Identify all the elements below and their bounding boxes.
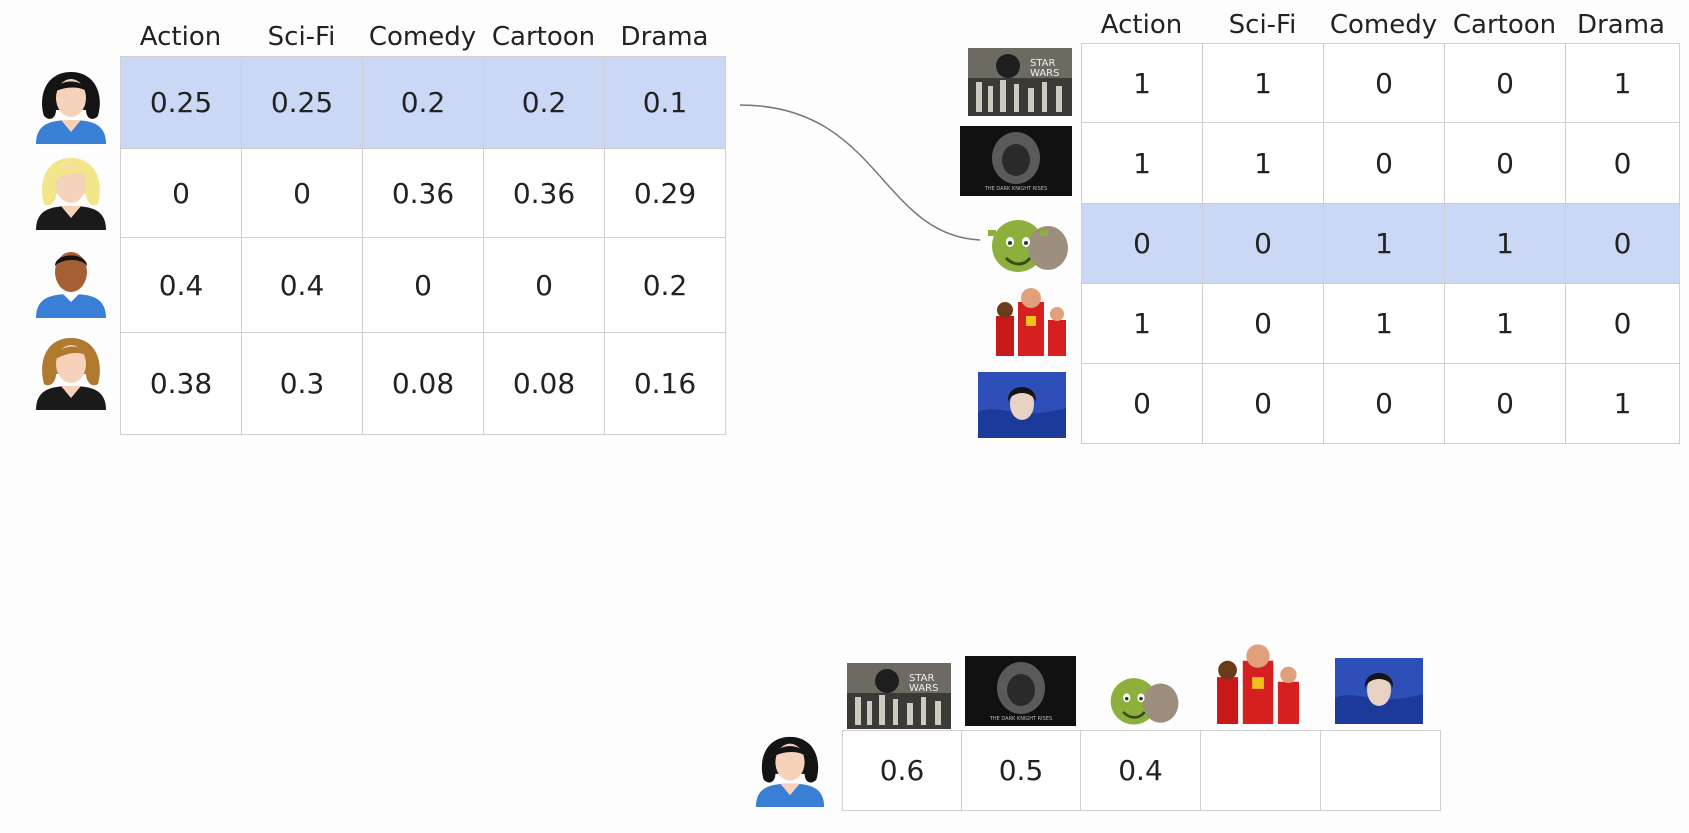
cell: 1	[1081, 283, 1203, 364]
movie-row-1: 1 1 0 0 1	[1081, 43, 1680, 123]
user-header-drama: Drama	[620, 22, 709, 52]
movie-header-scifi: Sci-Fi	[1228, 10, 1297, 40]
cell: 0.36	[362, 148, 484, 238]
cell: 0	[1444, 363, 1566, 444]
movie-header-action: Action	[1100, 10, 1183, 40]
incredibles-poster	[1217, 644, 1299, 724]
incredibles-poster	[996, 288, 1066, 356]
user-header-scifi: Sci-Fi	[267, 22, 336, 52]
cell: 0	[483, 237, 605, 333]
cell: 0	[241, 148, 363, 238]
star-wars-poster: STAR WARS	[847, 663, 951, 729]
cell: 0.08	[362, 332, 484, 435]
cell: 0.25	[241, 56, 363, 149]
woman-dark-hair-icon	[755, 736, 825, 807]
cell: 0	[1323, 43, 1445, 123]
cell: 1	[1565, 363, 1680, 444]
woman-blonde-hair-icon	[36, 158, 106, 230]
woman-brown-hair-icon	[36, 338, 106, 410]
cell: 0.29	[604, 148, 726, 238]
cell: 0.2	[604, 237, 726, 333]
svg-text:WARS: WARS	[909, 683, 938, 694]
cell: 0	[1565, 203, 1680, 284]
score-cell-dark-knight: 0.5	[961, 730, 1081, 811]
user-row-3: 0.4 0.4 0 0 0.2	[120, 237, 726, 333]
cell: 0.2	[362, 56, 484, 149]
dark-knight-caption: THE DARK KNIGHT RISES	[989, 716, 1052, 722]
dark-knight-rises-poster: THE DARK KNIGHT RISES	[965, 656, 1076, 726]
score-table: 0.6 0.5 0.4	[842, 730, 1441, 811]
shrek-poster	[1110, 678, 1179, 725]
user-row-4: 0.38 0.3 0.08 0.08 0.16	[120, 332, 726, 435]
cell: 0.1	[604, 56, 726, 149]
cell: 0.36	[483, 148, 605, 238]
cell: 1	[1444, 283, 1566, 364]
cell: 0	[1202, 203, 1324, 284]
cell: 0.3	[241, 332, 363, 435]
movie-header-comedy: Comedy	[1329, 10, 1438, 40]
cell: 0	[120, 148, 242, 238]
cell: 0	[1081, 363, 1203, 444]
cell: 0	[1202, 283, 1324, 364]
dark-knight-rises-poster: THE DARK KNIGHT RISES	[960, 126, 1072, 196]
dark-knight-caption: THE DARK KNIGHT RISES	[984, 186, 1047, 192]
cell: 1	[1323, 283, 1445, 364]
woman-dark-hair-icon	[36, 72, 106, 144]
cell: 1	[1323, 203, 1445, 284]
svg-text:STAR: STAR	[909, 673, 935, 684]
cell: 0.25	[120, 56, 242, 149]
user-header-action: Action	[139, 22, 222, 52]
cell: 0	[1081, 203, 1203, 284]
cell: 1	[1202, 122, 1324, 204]
cell: 0	[1565, 283, 1680, 364]
star-wars-poster: STAR WARS	[968, 48, 1072, 116]
user-header-comedy: Comedy	[368, 22, 477, 52]
movie-header-drama: Drama	[1577, 10, 1665, 40]
cell: 0	[1323, 122, 1445, 204]
movie-row-2: 1 1 0 0 0	[1081, 122, 1680, 204]
user-row-2: 0 0 0.36 0.36 0.29	[120, 148, 726, 238]
movie-row-3: 0 0 1 1 0	[1081, 203, 1680, 284]
cell: 1	[1444, 203, 1566, 284]
cell: 0	[1444, 122, 1566, 204]
man-dark-skin-icon	[36, 252, 106, 318]
cell: 0.2	[483, 56, 605, 149]
movie-table: 1 1 0 0 1 1 1 0 0 0 0 0 1 1 0 1 0 1 1 0	[1081, 43, 1680, 444]
user-header-cartoon: Cartoon	[491, 22, 596, 52]
movie-row-4: 1 0 1 1 0	[1081, 283, 1680, 364]
cell: 0	[1444, 43, 1566, 123]
svg-text:WARS: WARS	[1030, 68, 1059, 79]
cell: 0	[1565, 122, 1680, 204]
cell: 0.08	[483, 332, 605, 435]
user-table: 0.25 0.25 0.2 0.2 0.1 0 0 0.36 0.36 0.29…	[120, 56, 726, 435]
user-row-1: 0.25 0.25 0.2 0.2 0.1	[120, 56, 726, 149]
score-table-row: 0.6 0.5 0.4	[842, 730, 1441, 811]
score-cell-shrek: 0.4	[1080, 730, 1201, 811]
cell: 0	[1323, 363, 1445, 444]
movie-row-5: 0 0 0 0 1	[1081, 363, 1680, 444]
score-cell-star-wars: 0.6	[842, 730, 962, 811]
shrek-poster	[988, 220, 1068, 272]
cell: 1	[1202, 43, 1324, 123]
cell: 0	[362, 237, 484, 333]
cell: 1	[1081, 43, 1203, 123]
cell: 1	[1565, 43, 1680, 123]
score-cell-incredibles	[1200, 730, 1321, 811]
drama-film-poster	[1335, 658, 1423, 724]
movie-header-cartoon: Cartoon	[1452, 10, 1557, 40]
cell: 0.4	[241, 237, 363, 333]
cell: 1	[1081, 122, 1203, 204]
cell: 0	[1202, 363, 1324, 444]
svg-text:STAR: STAR	[1030, 58, 1056, 69]
cell: 0.16	[604, 332, 726, 435]
score-cell-drama	[1320, 730, 1441, 811]
cell: 0.38	[120, 332, 242, 435]
drama-film-poster	[978, 372, 1066, 438]
cell: 0.4	[120, 237, 242, 333]
